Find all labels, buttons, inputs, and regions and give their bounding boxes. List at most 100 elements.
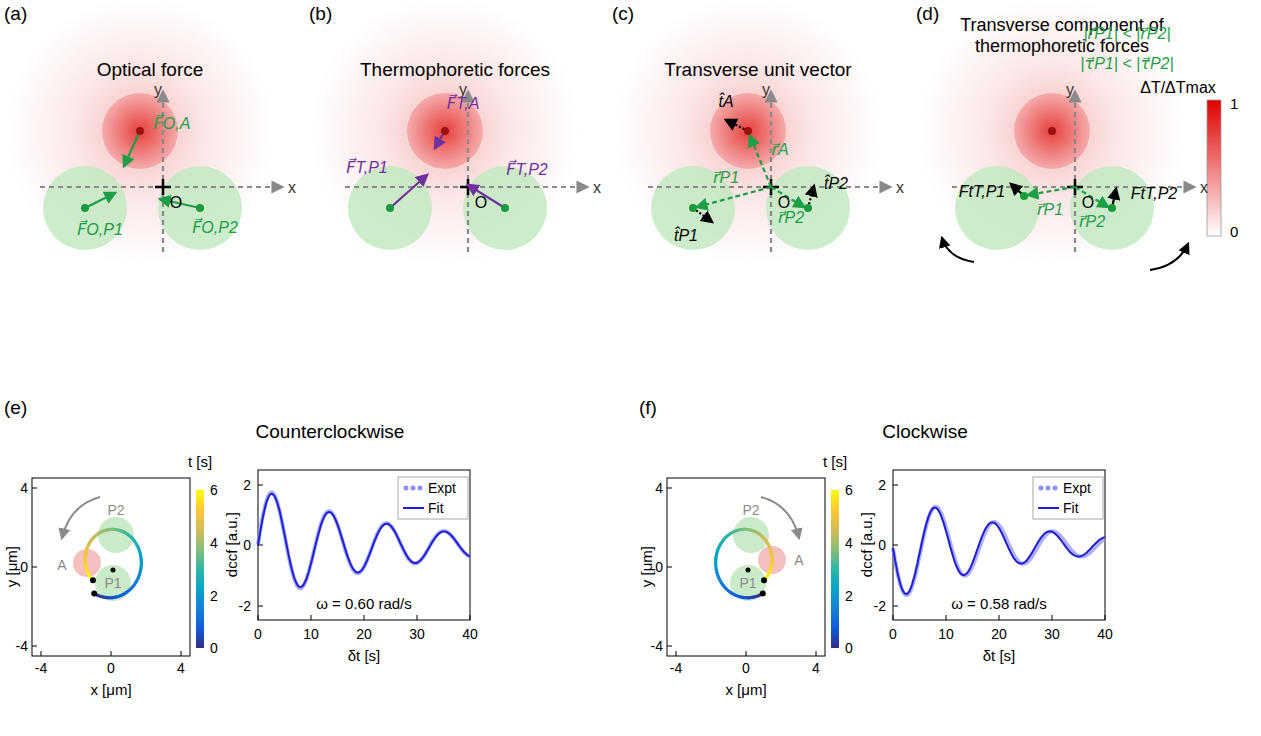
y-axis <box>770 92 772 252</box>
tick <box>893 615 894 620</box>
tick <box>946 615 947 620</box>
optical-force-arrow <box>124 131 140 166</box>
time-colorbar <box>831 490 839 648</box>
rotation-arrow <box>942 238 974 262</box>
axis-label: y <box>154 81 162 99</box>
tick <box>258 606 263 607</box>
axis-label: y [μm] <box>3 546 20 587</box>
legend-sample <box>411 486 416 491</box>
legend-sample <box>418 486 423 491</box>
legend-sample <box>404 486 409 491</box>
tick-label: 10 <box>938 626 954 642</box>
tick <box>816 651 817 656</box>
axis-label: dccf [a.u.] <box>858 512 875 577</box>
legend-text: Fit <box>428 500 444 516</box>
tick-label: 4 <box>812 660 820 676</box>
x-axis <box>345 186 587 188</box>
tick <box>311 615 312 620</box>
heat-halo <box>310 0 580 266</box>
panel-title: Counterclockwise <box>256 421 405 443</box>
tick <box>41 651 42 656</box>
colorbar-tick: 0 <box>210 640 218 656</box>
tick <box>1105 615 1106 620</box>
colorbar-tick: 4 <box>845 535 853 551</box>
tick <box>32 488 37 489</box>
axis-label: x <box>1200 179 1208 197</box>
heat-halo <box>613 0 883 266</box>
colorbar-tick: 1 <box>1230 95 1238 112</box>
axis-label: y <box>1066 81 1074 99</box>
axis-label: dccf [a.u.] <box>223 512 240 577</box>
tick-label: 20 <box>991 626 1007 642</box>
colorbar-tick: 0 <box>845 640 853 656</box>
legend-sample <box>1053 486 1058 491</box>
tick <box>181 651 182 656</box>
active-particle <box>1014 93 1090 169</box>
tick <box>364 615 365 620</box>
tick-label: 30 <box>1044 626 1060 642</box>
tick-label: -4 <box>651 638 663 654</box>
particle-center <box>1048 127 1056 135</box>
vector-label: r⃗P1 <box>1037 201 1063 219</box>
panel-letter: (e) <box>4 397 27 419</box>
unit-vector-label: t̂A <box>718 93 733 111</box>
plot-frame <box>32 478 190 656</box>
tick <box>1052 615 1053 620</box>
legend-sample <box>1038 507 1059 509</box>
particle-center <box>689 204 697 212</box>
passive-particle <box>1070 166 1154 250</box>
tick <box>32 646 37 647</box>
origin-label: O <box>475 194 487 212</box>
legend-text: Fit <box>1063 500 1079 516</box>
particle-center <box>111 568 116 573</box>
inequality-note: |τ⃗P1| < |τ⃗P2| <box>1080 55 1173 73</box>
tick-label: 30 <box>409 626 425 642</box>
active-particle <box>73 549 101 577</box>
panel-letter: (a) <box>4 3 27 25</box>
tick <box>893 606 898 607</box>
force-label: F⃗O,A <box>154 115 191 133</box>
plot-frame <box>258 470 470 620</box>
tick-label: 2 <box>878 477 886 493</box>
legend-sample <box>1046 486 1051 491</box>
experimental-curve <box>258 492 470 588</box>
tick <box>676 651 677 656</box>
end-dot <box>90 577 96 583</box>
active-particle <box>407 93 483 169</box>
particle-center <box>386 204 394 212</box>
fit-curve <box>893 508 1105 594</box>
particle-center <box>196 204 204 212</box>
vector-label: r⃗P2 <box>778 209 804 227</box>
tick <box>470 615 471 620</box>
legend-box <box>398 477 468 519</box>
force-label: F⃗O,P2 <box>192 219 238 237</box>
particle-label: P2 <box>107 502 124 518</box>
origin-label: O <box>1082 194 1094 212</box>
particle-center <box>744 127 752 135</box>
force-label: F⃗T,P2 <box>506 161 548 179</box>
tick-label: 0 <box>254 626 262 642</box>
particle-label: P1 <box>739 575 756 591</box>
origin-cross <box>467 179 470 195</box>
force-label: F⃗O,P1 <box>77 221 123 239</box>
passive-particle <box>955 166 1039 250</box>
tick-label: 40 <box>1097 626 1113 642</box>
direction-arrow <box>62 497 100 538</box>
legend-text: Expt <box>1063 480 1091 496</box>
particle-center <box>1108 204 1116 212</box>
tick-label: 0 <box>243 537 251 553</box>
passive-particle <box>463 166 547 250</box>
force-label: F⃗T,P1 <box>346 159 388 177</box>
passive-particle <box>730 565 766 601</box>
tick-label: 0 <box>889 626 897 642</box>
colorbar-tick: 2 <box>210 588 218 604</box>
origin-cross <box>162 179 165 195</box>
force-label: FtT,P2 <box>1131 185 1178 203</box>
x-axis <box>40 186 282 188</box>
tick-label: 0 <box>107 660 115 676</box>
particle-center <box>501 204 509 212</box>
tick <box>893 545 898 546</box>
panel-title: Transverse unit vector <box>664 59 851 81</box>
tick-label: -2 <box>874 598 886 614</box>
